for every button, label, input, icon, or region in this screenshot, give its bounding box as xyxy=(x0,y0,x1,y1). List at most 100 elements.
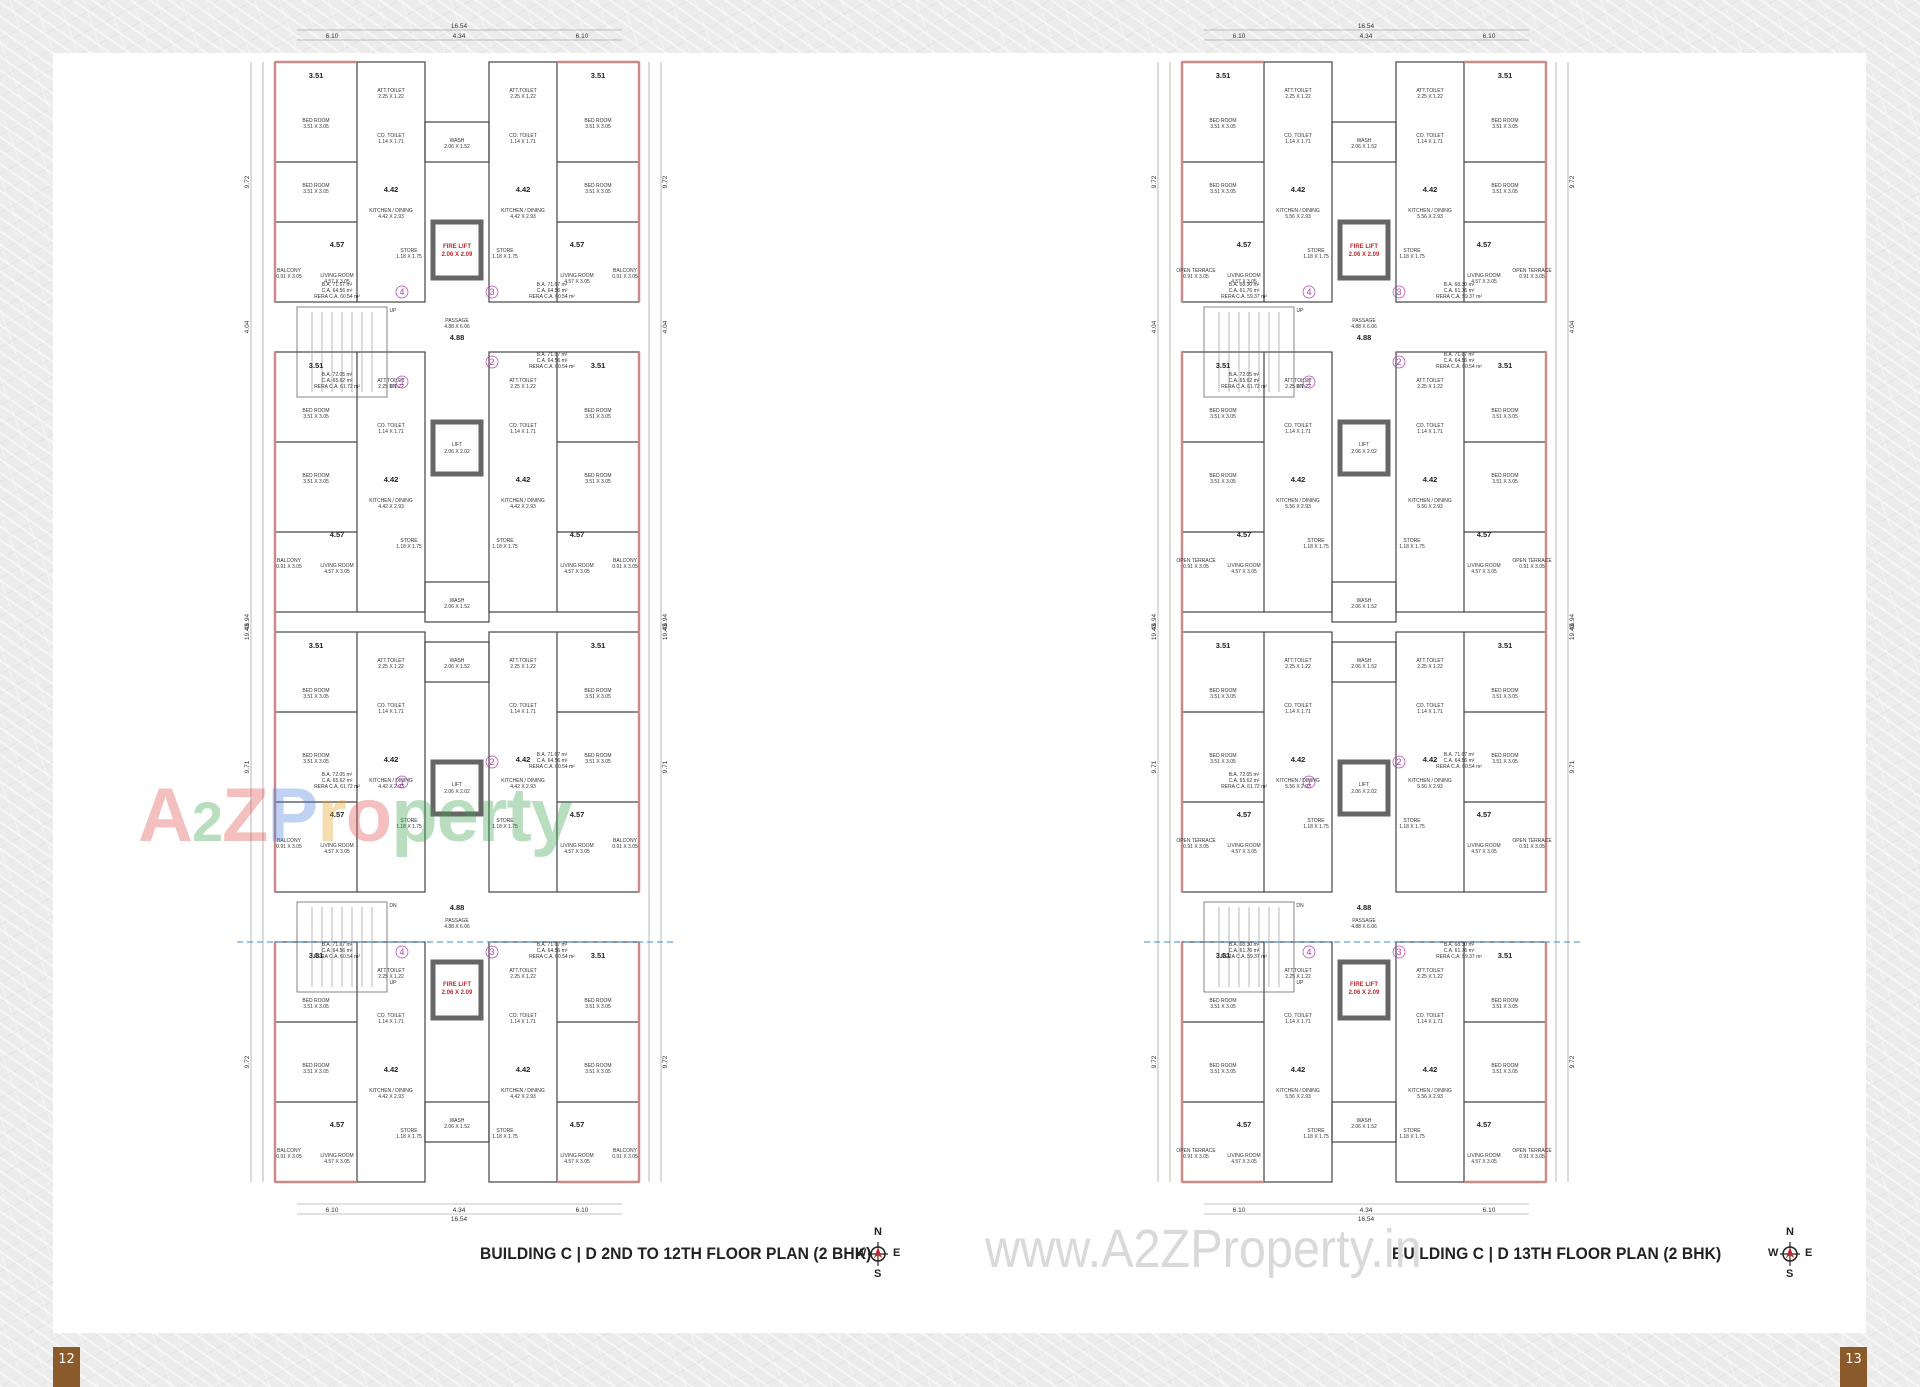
dim-3-51: 3.51 xyxy=(1216,951,1231,960)
dim-4-42: 4.42 xyxy=(384,1065,399,1074)
kitchen-size: 4.42 X 2.93 xyxy=(510,504,536,510)
store-label: STORE xyxy=(1307,538,1325,544)
living-room-size: 4.57 X 3.05 xyxy=(564,1159,590,1165)
bed-room-size: 3.51 X 3.05 xyxy=(585,124,611,130)
store-label: STORE xyxy=(1403,1128,1421,1134)
fire-lift-label: FIRE LIFT xyxy=(443,244,471,250)
bed-room-label: BED ROOM xyxy=(1209,473,1236,479)
unit-number: 3 xyxy=(1396,287,1401,297)
bed-room-size: 3.51 X 3.05 xyxy=(1210,759,1236,765)
living-room-size: 4.57 X 3.05 xyxy=(1471,279,1497,285)
wash-label: WASH xyxy=(1357,1118,1372,1124)
unit-marker xyxy=(1302,945,1316,959)
dim-3-51: 3.51 xyxy=(1216,71,1231,80)
carpet-area: C.A. 64.56 m² xyxy=(537,758,568,764)
fire-lift-size: 2.06 X 2.09 xyxy=(1349,252,1380,258)
kitchen-label: KITCHEN / DINING xyxy=(1408,778,1452,784)
balcony-size: 0.91 X 3.05 xyxy=(1519,1154,1545,1160)
balcony-label: OPEN TERRACE xyxy=(1176,838,1216,844)
store-size: 1.18 X 1.75 xyxy=(1399,544,1425,550)
living-room-label: LIVING ROOM xyxy=(320,843,353,849)
store-label: STORE xyxy=(1307,248,1325,254)
att-toilet-label: ATT.TOILET xyxy=(1284,968,1311,974)
bed-room-label: BED ROOM xyxy=(1491,118,1518,124)
wash-label: WASH xyxy=(1357,138,1372,144)
store-size: 1.18 X 1.75 xyxy=(396,824,422,830)
stair-dn-label: DN xyxy=(389,384,397,390)
unit-number: 4 xyxy=(1306,287,1311,297)
att-toilet-label: ATT.TOILET xyxy=(377,378,404,384)
living-room-label: LIVING ROOM xyxy=(1467,273,1500,279)
living-room-size: 4.57 X 3.05 xyxy=(1471,1159,1497,1165)
co-toilet-size: 1.14 X 1.71 xyxy=(378,139,404,145)
kitchen-size: 4.42 X 2.93 xyxy=(378,504,404,510)
unit-marker xyxy=(1302,285,1316,299)
lift-size: 2.06 X 2.02 xyxy=(444,789,470,795)
fire-lift-label: FIRE LIFT xyxy=(1350,982,1378,988)
co-toilet-label: CO. TOILET xyxy=(509,1013,537,1019)
dim-top-left: 6.10 xyxy=(1233,33,1246,40)
lift-label: LIFT xyxy=(1359,782,1369,788)
dim-4-88: 4.88 xyxy=(450,333,465,342)
balcony-size: 0.91 X 3.05 xyxy=(276,844,302,850)
co-toilet-label: CO. TOILET xyxy=(377,423,405,429)
kitchen-size: 5.56 X 2.93 xyxy=(1285,214,1311,220)
bed-room-size: 3.51 X 3.05 xyxy=(1210,1004,1236,1010)
co-toilet-size: 1.14 X 1.71 xyxy=(378,709,404,715)
dim-4-88: 4.88 xyxy=(1357,333,1372,342)
bed-room-size: 3.51 X 3.05 xyxy=(303,479,329,485)
dim-3-51: 3.51 xyxy=(309,71,324,80)
page-number-left: 12 xyxy=(53,1347,80,1387)
rera-carpet-area: RERA C.A. 60.54 m² xyxy=(529,294,575,300)
bed-room-label: BED ROOM xyxy=(302,473,329,479)
att-toilet-size: 2.25 X 1.22 xyxy=(378,384,404,390)
kitchen-size: 4.42 X 2.93 xyxy=(378,1094,404,1100)
bed-room-size: 3.51 X 3.05 xyxy=(1210,1069,1236,1075)
dim-3-51: 3.51 xyxy=(591,361,606,370)
dim-bottom-right: 6.10 xyxy=(1483,1207,1496,1214)
bed-room-size: 3.51 X 3.05 xyxy=(303,124,329,130)
att-toilet-size: 2.25 X 1.22 xyxy=(1417,94,1443,100)
bed-room-size: 3.51 X 3.05 xyxy=(303,189,329,195)
carpet-area: C.A. 61.76 m² xyxy=(1229,948,1260,954)
wash-size: 2.06 X 1.52 xyxy=(1351,144,1377,150)
balcony-label: BALCONY xyxy=(277,268,302,274)
dim-4-42: 4.42 xyxy=(1291,185,1306,194)
co-toilet-label: CO. TOILET xyxy=(1284,1013,1312,1019)
lift-size: 2.06 X 2.02 xyxy=(1351,789,1377,795)
bed-room-label: BED ROOM xyxy=(584,118,611,124)
co-toilet-size: 1.14 X 1.71 xyxy=(378,429,404,435)
dim-4-57: 4.57 xyxy=(1477,810,1492,819)
side-dimension: 46.94 xyxy=(1151,613,1158,630)
unit-marker xyxy=(1302,375,1316,389)
bed-room-label: BED ROOM xyxy=(584,753,611,759)
living-room-label: LIVING ROOM xyxy=(1467,843,1500,849)
rera-carpet-area: RERA C.A. 61.72 m² xyxy=(1221,784,1267,790)
kitchen-size: 5.56 X 2.93 xyxy=(1417,214,1443,220)
living-room-size: 4.57 X 3.05 xyxy=(564,279,590,285)
side-dimension: 9.72 xyxy=(1151,1055,1158,1068)
bed-room-size: 3.51 X 3.05 xyxy=(1210,414,1236,420)
living-room-size: 4.57 X 3.05 xyxy=(1231,1159,1257,1165)
store-size: 1.18 X 1.75 xyxy=(492,544,518,550)
bed-room-label: BED ROOM xyxy=(302,408,329,414)
built-up-area: B.A. 72.05 m² xyxy=(1229,372,1260,378)
kitchen-label: KITCHEN / DINING xyxy=(1276,778,1320,784)
bed-room-size: 3.51 X 3.05 xyxy=(1210,189,1236,195)
bed-room-label: BED ROOM xyxy=(1491,183,1518,189)
living-room-size: 4.57 X 3.05 xyxy=(324,569,350,575)
carpet-area: C.A. 65.62 m² xyxy=(322,378,353,384)
balcony-size: 0.91 X 3.05 xyxy=(1183,274,1209,280)
att-toilet-size: 2.25 X 1.22 xyxy=(510,384,536,390)
store-label: STORE xyxy=(1307,818,1325,824)
att-toilet-label: ATT.TOILET xyxy=(509,88,536,94)
store-size: 1.18 X 1.75 xyxy=(492,254,518,260)
kitchen-label: KITCHEN / DINING xyxy=(501,498,545,504)
unit-number: 2 xyxy=(489,757,494,767)
unit-number: 4 xyxy=(399,287,404,297)
dim-3-51: 3.51 xyxy=(309,641,324,650)
att-toilet-label: ATT.TOILET xyxy=(509,658,536,664)
living-room-size: 4.57 X 3.05 xyxy=(564,849,590,855)
store-label: STORE xyxy=(1307,1128,1325,1134)
bed-room-size: 3.51 X 3.05 xyxy=(1492,759,1518,765)
